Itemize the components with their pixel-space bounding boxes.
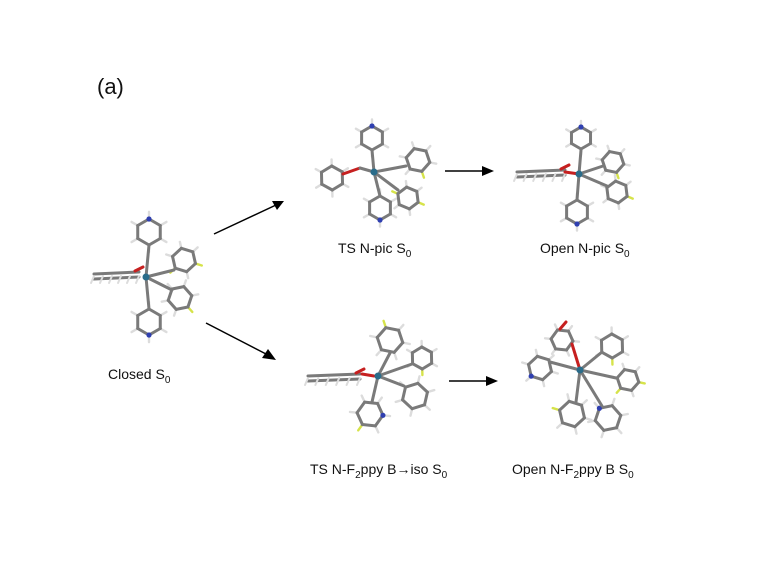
caption-ts-nf2ppy-sub1: 2 xyxy=(355,469,361,481)
caption-ts-nf2ppy-sub2: 0 xyxy=(441,469,448,481)
arrow-ts-nf2ppy-to-open-nf2ppy xyxy=(449,376,498,386)
caption-ts-npic-sub: 0 xyxy=(405,248,412,260)
caption-open-nf2ppy-post: ppy B S xyxy=(579,461,629,477)
molecule-ts-npic-s0 xyxy=(314,118,438,228)
arrow-closed-to-ts-nf2ppy xyxy=(205,322,276,360)
molecule-open-nf2ppy-s0 xyxy=(521,320,646,439)
caption-closed-text: Closed S xyxy=(108,366,165,382)
caption-ts-nf2ppy-pre: TS N-F xyxy=(310,461,356,477)
molecule-closed-s0 xyxy=(90,210,203,344)
caption-open-nf2ppy-s0: Open N-F2ppy B S0 xyxy=(512,461,634,481)
molecule-ts-nf2ppy-s0 xyxy=(304,319,439,434)
arrow-ts-npic-to-open-npic xyxy=(445,166,494,176)
caption-open-nf2ppy-sub1: 2 xyxy=(573,469,580,481)
molecule-open-npic-s0 xyxy=(513,119,634,232)
arrow-closed-to-ts-npic xyxy=(213,201,284,235)
caption-ts-nf2ppy-s0: TS N-F2ppy B→iso S0 xyxy=(310,461,447,481)
caption-ts-nf2ppy-post: ppy B→iso S xyxy=(360,461,442,477)
caption-open-npic-sub: 0 xyxy=(624,248,630,260)
caption-ts-npic-text: TS N-pic S xyxy=(338,240,406,256)
caption-ts-npic-s0: TS N-pic S0 xyxy=(338,240,411,260)
caption-open-nf2ppy-pre: Open N-F xyxy=(512,461,574,477)
caption-closed-sub: 0 xyxy=(164,374,171,386)
caption-open-nf2ppy-sub2: 0 xyxy=(628,469,634,481)
caption-open-npic-text: Open N-pic S xyxy=(540,240,625,256)
panel-label: (a) xyxy=(97,74,124,99)
caption-open-npic-s0: Open N-pic S0 xyxy=(540,240,630,260)
caption-closed-s0: Closed S0 xyxy=(108,366,170,386)
